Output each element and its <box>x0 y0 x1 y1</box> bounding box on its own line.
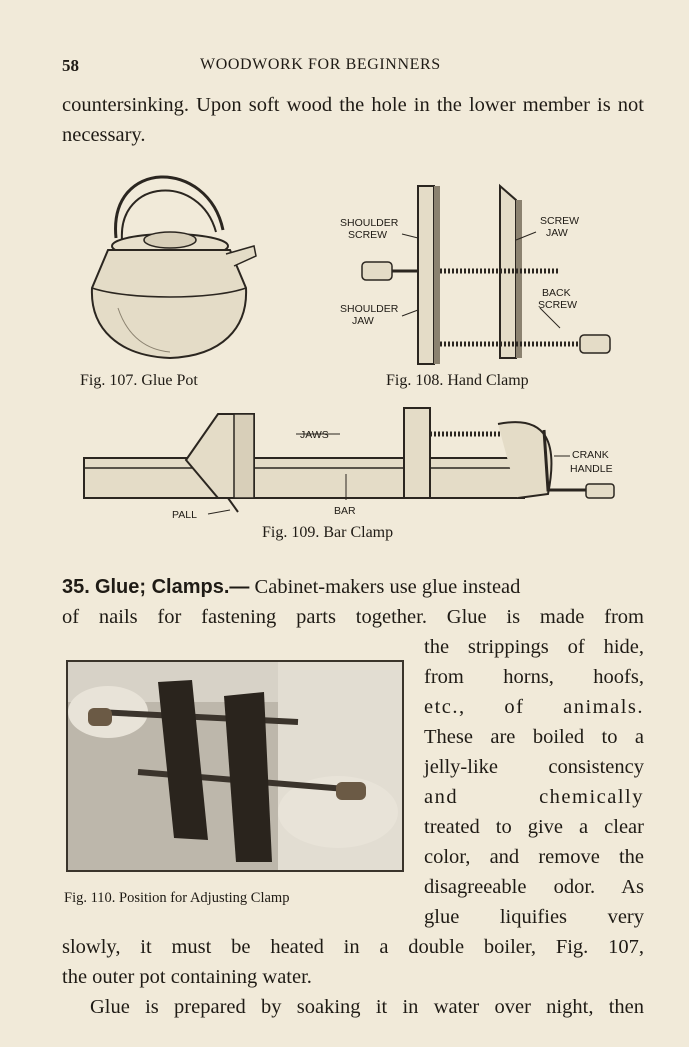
text-line: the outer pot containing water. <box>62 966 312 988</box>
text-line: and chemically <box>424 786 644 808</box>
caption-fig-107: Fig. 107. Glue Pot <box>80 372 198 389</box>
text-line: the strippings of hide, <box>424 636 644 658</box>
adjusting-clamp-photo <box>68 662 402 870</box>
figure-bar-clamp: JAWS CRANK HANDLE PALL BAR <box>78 404 638 524</box>
paragraph-line-full: of nails for fastening parts together. G… <box>62 606 644 628</box>
label-shoulder-screw-1: SHOULDER <box>340 217 399 229</box>
section-title: Glue; Clamps.— <box>94 576 250 598</box>
intro-paragraph: countersinking. Upon soft wood the hole … <box>62 94 644 146</box>
text-line: slowly, it must be heated in a double bo… <box>62 936 644 958</box>
text-line: These are boiled to a <box>424 726 644 748</box>
text-line: glue liquifies very <box>424 906 644 928</box>
bar-clamp-illustration: JAWS CRANK HANDLE PALL BAR <box>83 407 615 521</box>
label-shoulder-screw-2: SCREW <box>348 229 387 241</box>
section-number: 35. <box>62 576 90 598</box>
text-line: disagreeable odor. As <box>424 876 644 898</box>
caption-fig-110: Fig. 110. Position for Adjusting Clamp <box>64 890 290 906</box>
photo-fig-110 <box>66 660 404 872</box>
page-number: 58 <box>62 56 79 75</box>
narrow-column: the strippings of hide, from horns, hoof… <box>424 632 644 932</box>
label-jaws: JAWS <box>300 429 329 441</box>
label-back-screw-2: SCREW <box>538 299 577 311</box>
label-crank-1: CRANK <box>572 449 609 461</box>
figure-glue-pot <box>78 168 268 368</box>
page-header: 58 WOODWORK FOR BEGINNERS <box>62 56 644 80</box>
label-screw-jaw-2: JAW <box>546 227 568 239</box>
label-screw-jaw-1: SCREW <box>540 215 579 227</box>
section-lead: Cabinet-makers use glue instead <box>249 576 521 598</box>
text-line: jelly-like consistency <box>424 756 644 778</box>
label-bar: BAR <box>334 505 356 517</box>
hand-clamp-illustration: SHOULDER SCREW SCREW JAW BACK SCREW SHOU… <box>340 183 611 365</box>
text-line: treated to give a clear <box>424 816 644 838</box>
wide-lines: slowly, it must be heated in a double bo… <box>62 932 644 992</box>
text-line: Glue is prepared by soaking it in water … <box>90 996 644 1018</box>
text-line: from horns, hoofs, <box>424 666 644 688</box>
text-line: color, and remove the <box>424 846 644 868</box>
section-heading: 35. Glue; Clamps.— Cabinet-makers use gl… <box>62 572 644 602</box>
label-back-screw-1: BACK <box>542 287 571 299</box>
running-title: WOODWORK FOR BEGINNERS <box>200 56 441 73</box>
caption-fig-108: Fig. 108. Hand Clamp <box>386 372 529 389</box>
label-crank-2: HANDLE <box>570 463 613 475</box>
text-line: etc., of animals. <box>424 696 644 718</box>
next-paragraph: Glue is prepared by soaking it in water … <box>62 992 644 1022</box>
glue-pot-illustration <box>90 175 257 360</box>
label-pall: PALL <box>172 509 197 521</box>
label-shoulder-jaw-1: SHOULDER <box>340 303 399 315</box>
figure-hand-clamp: SHOULDER SCREW SCREW JAW BACK SCREW SHOU… <box>330 178 620 368</box>
caption-fig-109: Fig. 109. Bar Clamp <box>262 524 394 541</box>
label-shoulder-jaw-2: JAW <box>352 315 374 327</box>
